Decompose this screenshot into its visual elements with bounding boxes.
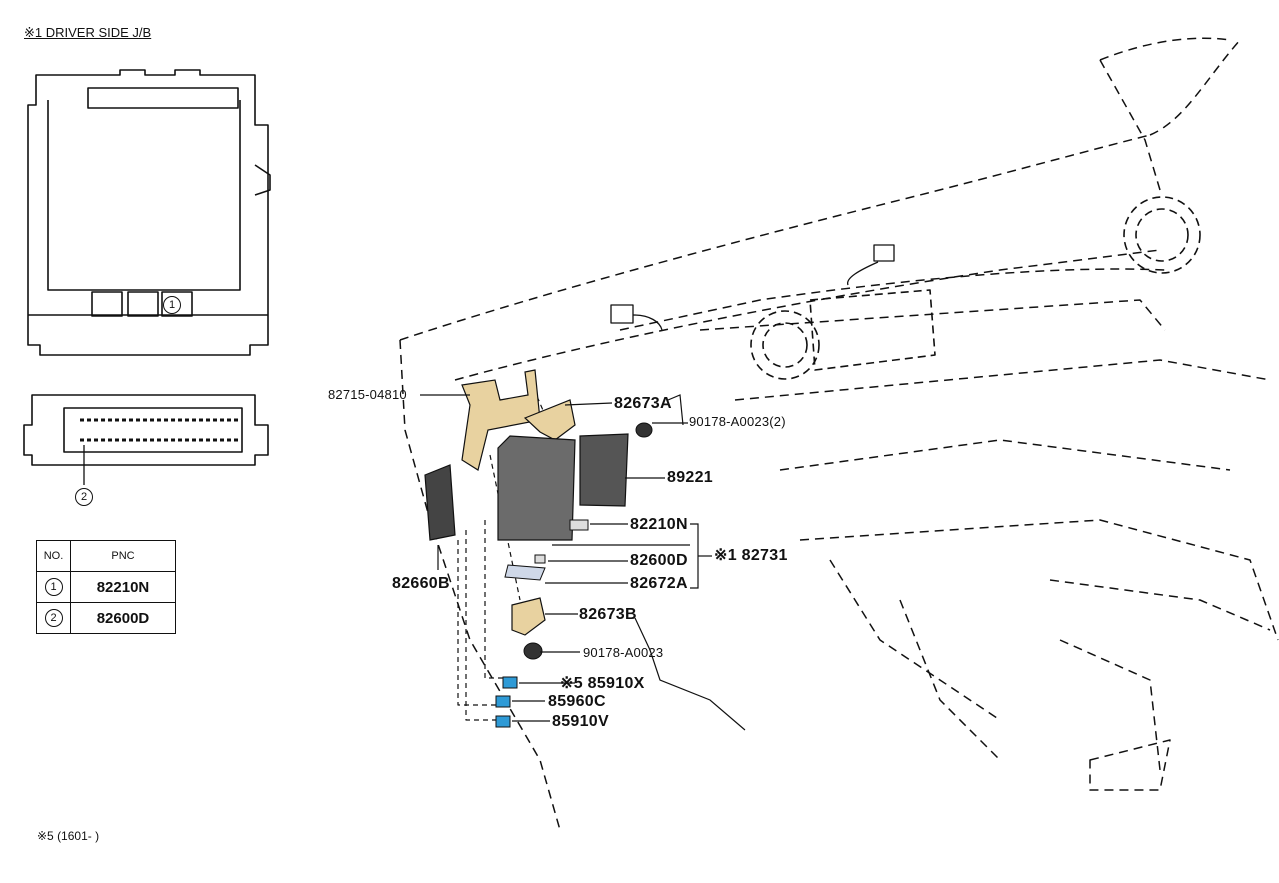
jb-callout-1: 1 — [163, 296, 181, 314]
table-row: 2 82600D — [36, 602, 176, 634]
dashboard-outline — [399, 37, 1279, 831]
junction-block-drawing — [23, 69, 271, 485]
part-label-90178-a0023: 90178-A0023 — [583, 645, 664, 660]
part-label-85960c: 85960C — [548, 693, 606, 710]
dashboard-details — [750, 196, 1201, 380]
part-label-82673b: 82673B — [579, 606, 637, 623]
part-label-85910x: ※5 85910X — [560, 675, 645, 692]
part-label-82600d: 82600D — [630, 552, 688, 569]
table-row: 1 82210N — [36, 571, 176, 603]
part-label-82210n: 82210N — [630, 516, 688, 533]
pnc-table-header: NO. PNC — [36, 540, 176, 572]
pnc-row-number: 1 — [36, 571, 71, 603]
leader-lines — [420, 394, 746, 731]
small-parts — [495, 422, 653, 728]
pnc-header-pnc: PNC — [70, 540, 176, 572]
part-label-89221: 89221 — [667, 469, 713, 486]
part-label-85910v: 85910V — [552, 713, 609, 730]
pnc-row-number: 2 — [36, 602, 71, 634]
dash-connectors — [610, 244, 895, 331]
jb-callout-2: 2 — [75, 488, 93, 506]
part-label-82660b: 82660B — [392, 575, 450, 592]
pnc-row-code: 82600D — [70, 602, 176, 634]
part-label-82715-04810: 82715-04810 — [328, 387, 407, 402]
part-label-82731: ※1 82731 — [714, 547, 788, 564]
part-label-82673a: 82673A — [614, 395, 672, 412]
pnc-header-no: NO. — [36, 540, 71, 572]
bracket-parts — [461, 369, 576, 636]
pnc-table: NO. PNC 1 82210N 2 82600D — [36, 540, 176, 634]
junction-block-title: ※1 DRIVER SIDE J/B — [24, 25, 152, 40]
pnc-row-code: 82210N — [70, 571, 176, 603]
part-label-90178-a0023-2: 90178-A0023(2) — [689, 414, 786, 429]
part-label-82672a: 82672A — [630, 575, 688, 592]
footnote: ※5 (1601- ) — [37, 829, 100, 843]
module-parts — [424, 433, 629, 541]
